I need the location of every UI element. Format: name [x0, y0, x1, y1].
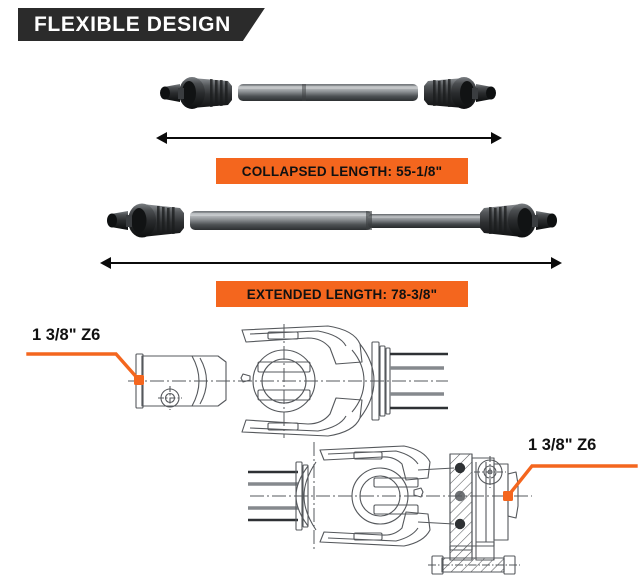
arrow-shaft	[165, 137, 493, 140]
extended-length-label: EXTENDED LENGTH: 78-3/8"	[216, 281, 468, 307]
arrow-head-left-icon	[100, 256, 111, 269]
arrow-head-left-icon	[156, 131, 167, 144]
page-title-banner: FLEXIBLE DESIGN	[18, 8, 265, 41]
callout-left-label: 1 3/8" Z6	[32, 326, 101, 344]
callout-left-leader-line	[26, 352, 144, 385]
callout-right-label: 1 3/8" Z6	[528, 436, 597, 454]
extended-length-arrow	[100, 256, 562, 270]
callout-left: 1 3/8" Z6	[24, 326, 184, 392]
pto-driveshaft-extended-image	[98, 188, 564, 254]
arrow-head-right-icon	[491, 131, 502, 144]
extended-length-text: EXTENDED LENGTH: 78-3/8"	[246, 286, 438, 302]
yoke-quick-disconnect-drawing-bottom	[246, 440, 534, 580]
arrow-head-right-icon	[551, 256, 562, 269]
collapsed-length-arrow	[156, 131, 502, 145]
yoke-spline-drawing-top	[122, 318, 452, 444]
callout-right-leader-line	[503, 464, 638, 501]
callout-right: 1 3/8" Z6	[492, 436, 640, 506]
collapsed-length-label: COLLAPSED LENGTH: 55-1/8"	[216, 158, 468, 184]
arrow-shaft	[109, 262, 553, 265]
page-title: FLEXIBLE DESIGN	[34, 12, 231, 36]
collapsed-length-text: COLLAPSED LENGTH: 55-1/8"	[241, 163, 443, 179]
pto-driveshaft-collapsed-image	[152, 62, 504, 124]
